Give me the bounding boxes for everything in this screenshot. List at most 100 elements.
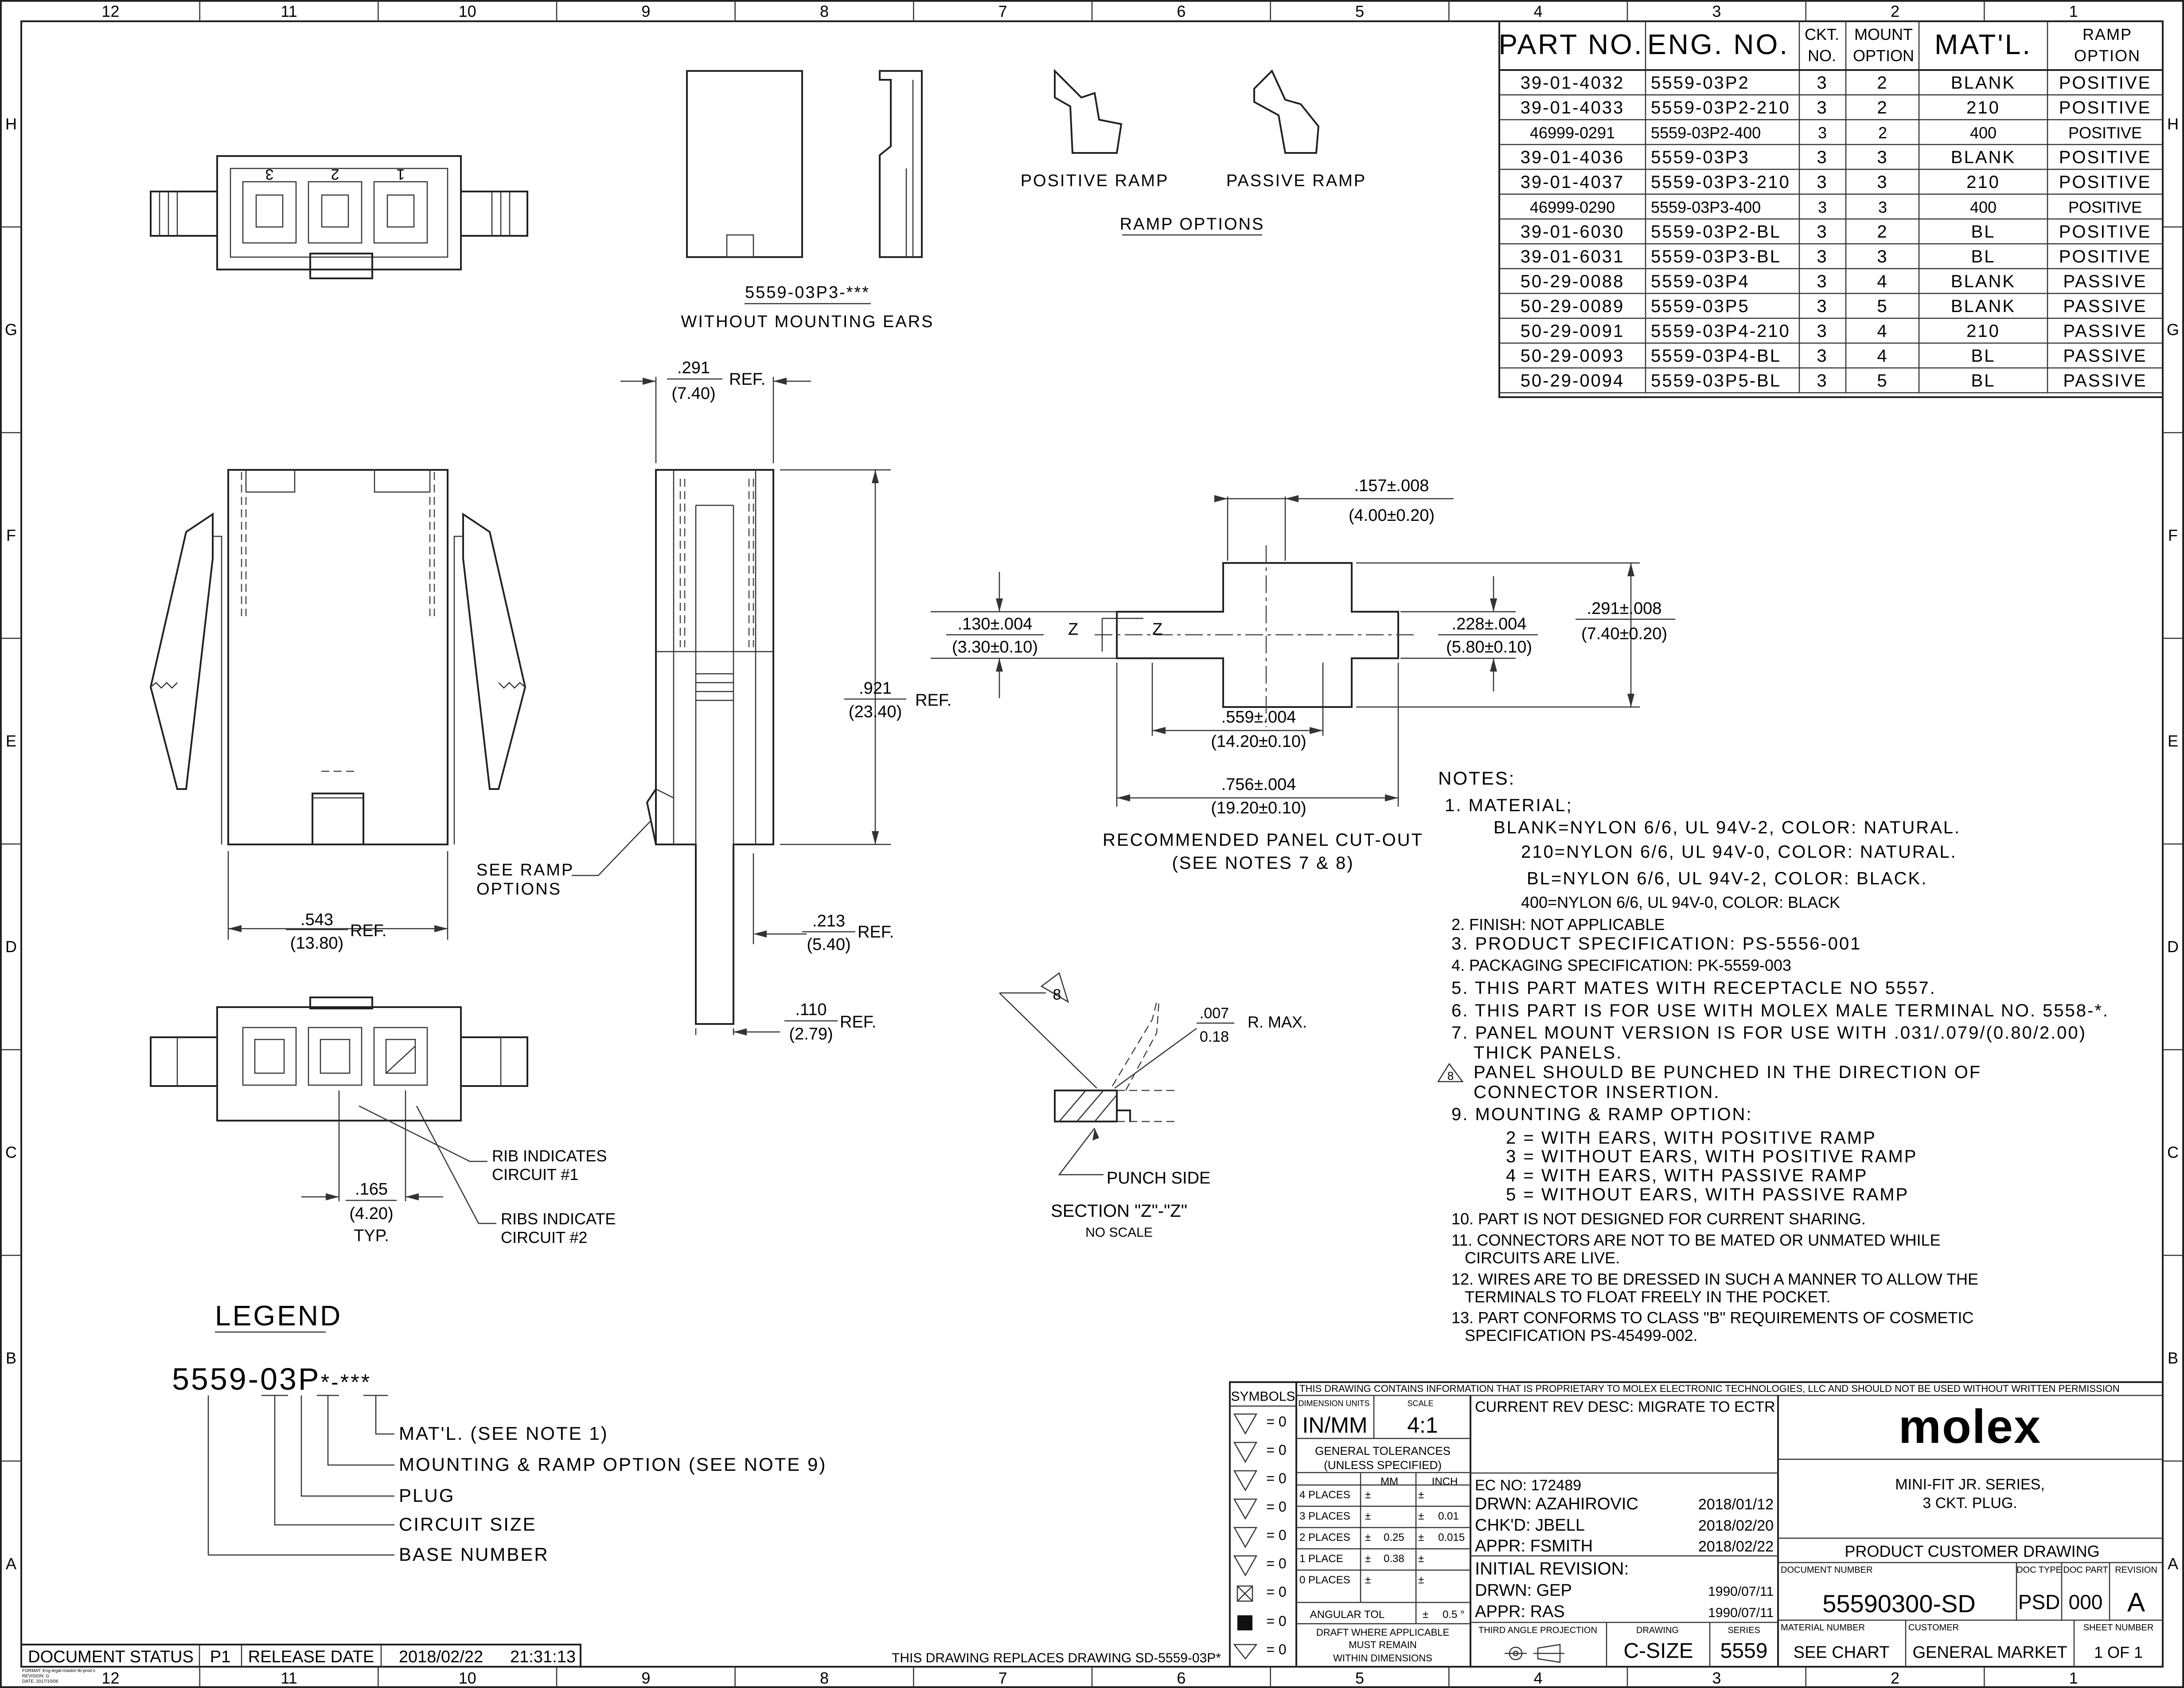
table-cell: 39-01-4032 (1521, 73, 1625, 93)
header-part-no: PART NO. (1498, 28, 1643, 60)
dim-543-mm: (13.80) (290, 934, 343, 953)
panel-756-in: .756±.004 (1221, 775, 1296, 794)
filled-square-symbol-icon (1237, 1615, 1252, 1630)
table-cell: BL (1971, 247, 1996, 266)
zone-col-top: 1 (2069, 2, 2078, 20)
document-status-label: DOCUMENT STATUS (28, 1648, 194, 1666)
zone-col-bottom: 3 (1712, 1669, 1721, 1687)
symbol-value: = 0 (1266, 1414, 1286, 1430)
table-cell: POSITIVE (2068, 198, 2142, 216)
molex-logo: molex (1899, 1399, 2041, 1453)
table-cell: 3 (1818, 124, 1827, 142)
table-cell: 210 (1966, 98, 2000, 117)
table-cell: PASSIVE (2063, 272, 2147, 291)
zone-col-top: 2 (1891, 2, 1899, 20)
header-ckt-no: NO. (1808, 47, 1836, 65)
legend-item: CIRCUIT SIZE (399, 1514, 537, 1535)
rib-indicates-circuit-1: RIB INDICATES (492, 1147, 607, 1165)
cavity-number: 2 (331, 166, 339, 183)
note-line: 3. PRODUCT SPECIFICATION: PS-5556-001 (1451, 934, 1861, 953)
no-ears-part-number: 5559-03P3-*** (745, 283, 870, 302)
table-cell: 39-01-4036 (1521, 148, 1625, 167)
dim-291-in: .291 (677, 359, 710, 377)
draft-note: DRAFT WHERE APPLICABLE (1316, 1627, 1449, 1638)
zone-row-left: A (6, 1555, 16, 1573)
note-line: 13. PART CONFORMS TO CLASS "B" REQUIREME… (1451, 1309, 1973, 1327)
rib-indicates-circuit-1-b: CIRCUIT #1 (492, 1165, 578, 1184)
zone-col-top: 7 (998, 2, 1007, 20)
zone-col-top: 9 (641, 2, 650, 20)
cavity-number: 3 (265, 166, 274, 183)
zone-col-bottom: 11 (281, 1669, 297, 1687)
no-ears-caption: WITHOUT MOUNTING EARS (681, 313, 934, 331)
sheet-number-label: SHEET NUMBER (2083, 1623, 2154, 1633)
material-number: SEE CHART (1794, 1643, 1890, 1662)
table-cell: 3 (1877, 172, 1888, 192)
panel-756-mm: (19.20±0.10) (1211, 799, 1306, 817)
table-cell: 3 (1817, 222, 1828, 242)
approved-by: APPR: FSMITH (1475, 1537, 1593, 1555)
tolerance-symbol-icon (1233, 1527, 1258, 1548)
radius-in: .007 (1200, 1005, 1229, 1022)
table-cell: PASSIVE (2063, 346, 2147, 366)
parts-table-grid (1499, 21, 2163, 394)
section-z-left: Z (1068, 620, 1078, 639)
customer: GENERAL MARKET (1912, 1643, 2067, 1662)
tolerance-symbol-icon (1233, 1413, 1258, 1435)
legend-code: 5559-03P*-*** (172, 1362, 371, 1396)
table-cell: 5 (1877, 297, 1888, 316)
table-cell: 3 (1817, 371, 1828, 391)
projection-label: THIRD ANGLE PROJECTION (1478, 1625, 1597, 1635)
tolerance-cell: ± (1365, 1574, 1371, 1586)
release-time: 21:31:13 (510, 1648, 576, 1666)
table-cell: BLANK (1951, 297, 2016, 316)
dim-213-ref: REF. (858, 923, 894, 942)
table-cell: 3 (1877, 148, 1888, 167)
zone-col-top: 6 (1177, 2, 1186, 20)
panel-559-in: .559±.004 (1221, 708, 1296, 727)
checked-date: 2018/02/20 (1698, 1517, 1774, 1534)
material-number-label: MATERIAL NUMBER (1781, 1623, 1865, 1633)
table-cell: 210 (1966, 172, 2000, 192)
dim-543-in: .543 (300, 910, 333, 929)
dimension-units-label: DIMENSION UNITS (1298, 1399, 1369, 1408)
general-tolerances-2: (UNLESS SPECIFIED) (1324, 1458, 1442, 1472)
table-cell: 210 (1966, 321, 2000, 341)
zone-row-right: G (2167, 320, 2179, 339)
tolerance-cell: 4 PLACES (1299, 1489, 1350, 1501)
dim-213-mm: (5.40) (807, 935, 850, 954)
customer-label: CUSTOMER (1908, 1623, 1959, 1633)
panel-130-mm: (3.30±0.10) (952, 638, 1038, 656)
table-cell: 5559-03P2-400 (1651, 124, 1761, 142)
tolerance-cell: ± (1365, 1532, 1371, 1543)
zone-col-top: 3 (1712, 2, 1721, 20)
zone-col-top: 11 (281, 2, 297, 20)
radius-mm: 0.18 (1200, 1028, 1229, 1045)
dim-543-ref: REF. (350, 922, 386, 940)
section-z-z: 8 .007 0.18 R. MAX. PUNCH SIDE SECTION "… (999, 972, 1307, 1240)
zone-row-right: C (2167, 1143, 2179, 1161)
table-cell: BLANK (1951, 73, 2016, 93)
note-line: 3 = WITHOUT EARS, WITH POSITIVE RAMP (1506, 1147, 1917, 1166)
header-mount-option: OPTION (1853, 47, 1914, 65)
symbols-header: SYMBOLS (1231, 1389, 1295, 1404)
cavity-number: 1 (397, 166, 405, 183)
zone-row-left: G (5, 320, 17, 339)
panel-130-in: .130±.004 (958, 615, 1033, 633)
dim-110-ref: REF. (840, 1013, 876, 1032)
zone-row-left: D (5, 938, 17, 956)
revision-value: A (2127, 1587, 2145, 1617)
scale-value: 4:1 (1407, 1413, 1438, 1438)
description-line-1: MINI-FIT JR. SERIES, (1895, 1476, 2045, 1493)
table-cell: 3 (1878, 198, 1887, 216)
note-line: CIRCUITS ARE LIVE. (1465, 1249, 1620, 1267)
panel-caption: RECOMMENDED PANEL CUT-OUT (1103, 830, 1424, 850)
table-cell: PASSIVE (2063, 321, 2147, 341)
zone-col-top: 12 (101, 2, 119, 20)
dim-291-mm: (7.40) (671, 384, 715, 403)
